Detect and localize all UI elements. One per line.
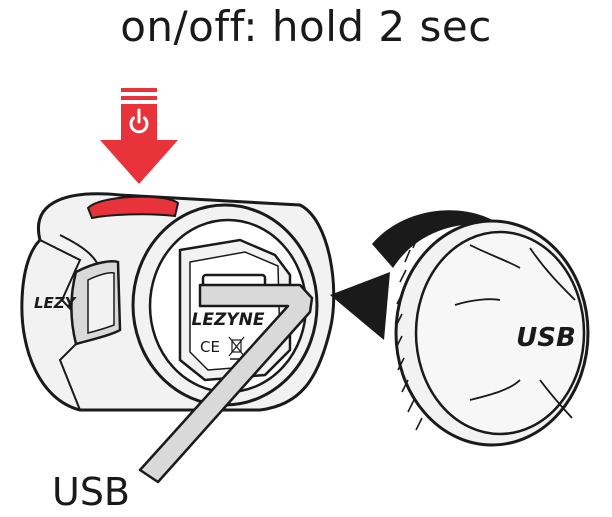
brand-label-side: LEZY: [34, 294, 78, 312]
down-arrow-icon: [100, 88, 178, 184]
light-body: [20, 192, 336, 412]
ce-mark: CE: [200, 338, 220, 356]
power-icon: [129, 108, 149, 134]
usb-cable-icon: [138, 283, 314, 484]
instruction-title: on/off: hold 2 sec: [120, 2, 492, 51]
usb-cap: [394, 219, 590, 447]
cap-usb-label: USB: [516, 323, 576, 353]
usb-callout-label: USB: [52, 470, 131, 514]
brand-label-front: LEZYNE: [192, 310, 265, 330]
rotate-arrow-icon: [330, 210, 505, 340]
